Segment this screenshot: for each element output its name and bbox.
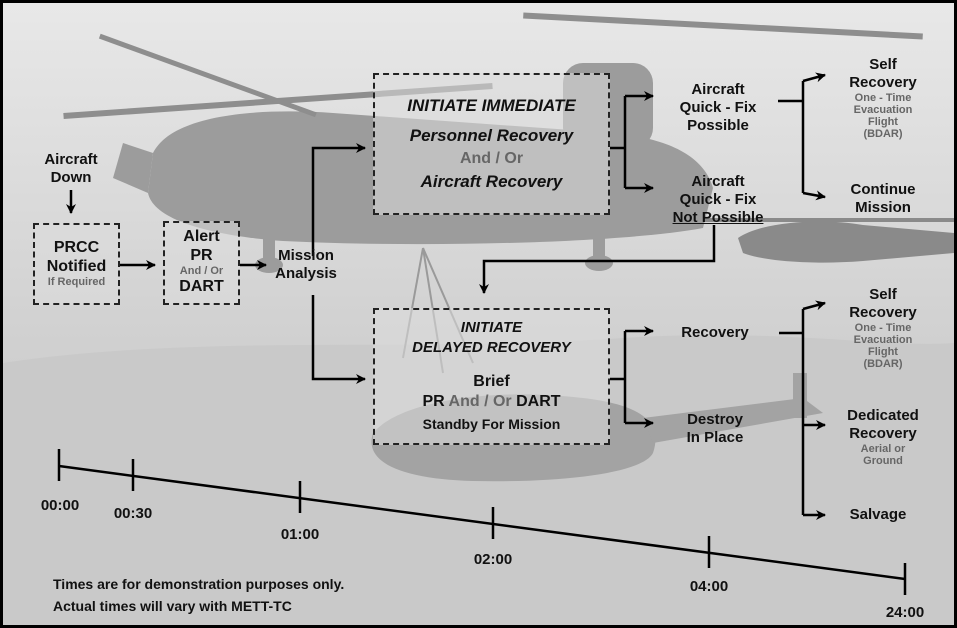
timeline-label-0000: 00:00 <box>40 497 80 514</box>
delayed-recovery-box <box>373 308 610 445</box>
alert-box <box>163 221 240 305</box>
timeline-label-0400: 04:00 <box>689 578 729 595</box>
timeline-label-2400: 24:00 <box>885 604 925 621</box>
timeline-label-0200: 02:00 <box>473 551 513 568</box>
flow-connectors <box>57 72 907 595</box>
recovery-label: Recovery <box>681 324 749 341</box>
initiate-immediate-text: INITIATE IMMEDIATE Personnel Recovery An… <box>407 96 576 191</box>
immediate-recovery-box <box>373 73 610 215</box>
footnote: Times are for demonstration purposes onl… <box>53 576 345 614</box>
delayed-recovery-text: INITIATE DELAYED RECOVERY Brief PR And /… <box>412 319 571 432</box>
timeline-label-0100: 01:00 <box>280 526 320 543</box>
salvage-label: Salvage <box>849 506 907 523</box>
timeline-label-0030: 00:30 <box>113 505 153 522</box>
blackhawk-silhouette-right <box>703 218 954 263</box>
prcc-box <box>33 223 120 305</box>
